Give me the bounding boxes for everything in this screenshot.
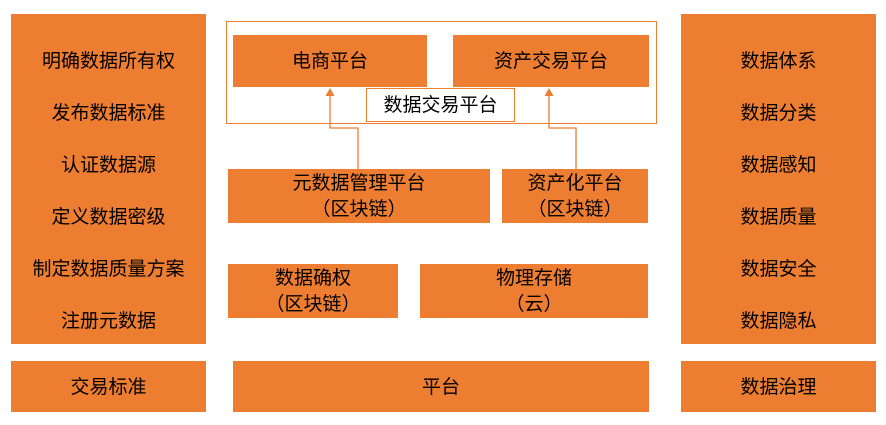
data-governance-box: 数据治理 bbox=[681, 361, 876, 412]
right-item-data-system: 数据体系 bbox=[740, 50, 817, 72]
left-column-list: 明确数据所有权 发布数据标准 认证数据源 定义数据密级 制定数据质量方案 注册元… bbox=[11, 35, 206, 347]
data-rights-line2: （区块链） bbox=[265, 293, 361, 315]
data-governance-label: 数据治理 bbox=[740, 375, 817, 398]
platform-label: 平台 bbox=[421, 375, 460, 398]
right-item-data-quality: 数据质量 bbox=[740, 206, 817, 228]
arrowhead-asset-exchange bbox=[544, 88, 554, 96]
trading-standard-box: 交易标准 bbox=[11, 361, 206, 412]
asset-exchange-platform-label: 资产交易平台 bbox=[493, 50, 608, 72]
left-item-publish-standard: 发布数据标准 bbox=[51, 102, 166, 124]
metadata-management-line1: 元数据管理平台 bbox=[292, 172, 426, 194]
left-item-ownership: 明确数据所有权 bbox=[41, 50, 175, 72]
left-item-quality-plan: 制定数据质量方案 bbox=[32, 258, 185, 280]
left-item-register-metadata: 注册元数据 bbox=[60, 310, 156, 332]
data-rights-line1: 数据确权 bbox=[274, 267, 351, 289]
right-item-data-classification: 数据分类 bbox=[740, 102, 817, 124]
data-rights-box: 数据确权 （区块链） bbox=[228, 264, 398, 318]
metadata-management-platform-box: 元数据管理平台 （区块链） bbox=[228, 169, 490, 223]
assetization-platform-box: 资产化平台 （区块链） bbox=[502, 169, 648, 223]
physical-storage-line1: 物理存储 bbox=[495, 267, 572, 289]
arrow-metadata-to-ecommerce bbox=[329, 93, 359, 169]
left-column-panel: 明确数据所有权 发布数据标准 认证数据源 定义数据密级 制定数据质量方案 注册元… bbox=[11, 14, 206, 344]
arrow-assetization-to-asset-exchange bbox=[548, 93, 577, 169]
right-column-panel: 数据体系 数据分类 数据感知 数据质量 数据安全 数据隐私 bbox=[681, 14, 876, 344]
platform-box: 平台 bbox=[233, 361, 649, 412]
ecommerce-platform-box: 电商平台 bbox=[233, 35, 427, 87]
arrowhead-ecommerce bbox=[325, 88, 335, 96]
physical-storage-box: 物理存储 （云） bbox=[420, 264, 648, 318]
metadata-management-line2: （区块链） bbox=[311, 198, 407, 220]
assetization-line2: （区块链） bbox=[527, 198, 623, 220]
trading-standard-label: 交易标准 bbox=[70, 375, 147, 398]
data-exchange-platform-tag: 数据交易平台 bbox=[366, 88, 515, 122]
left-item-define-classification: 定义数据密级 bbox=[51, 206, 166, 228]
right-item-data-security: 数据安全 bbox=[740, 258, 817, 280]
data-exchange-platform-label: 数据交易平台 bbox=[383, 94, 498, 116]
right-item-data-privacy: 数据隐私 bbox=[740, 310, 817, 332]
assetization-line1: 资产化平台 bbox=[527, 172, 623, 194]
right-item-data-perception: 数据感知 bbox=[740, 154, 817, 176]
asset-exchange-platform-box: 资产交易平台 bbox=[453, 35, 649, 87]
physical-storage-line2: （云） bbox=[505, 293, 563, 315]
right-column-list: 数据体系 数据分类 数据感知 数据质量 数据安全 数据隐私 bbox=[681, 35, 876, 347]
left-item-certify-source: 认证数据源 bbox=[60, 154, 156, 176]
ecommerce-platform-label: 电商平台 bbox=[291, 50, 368, 72]
